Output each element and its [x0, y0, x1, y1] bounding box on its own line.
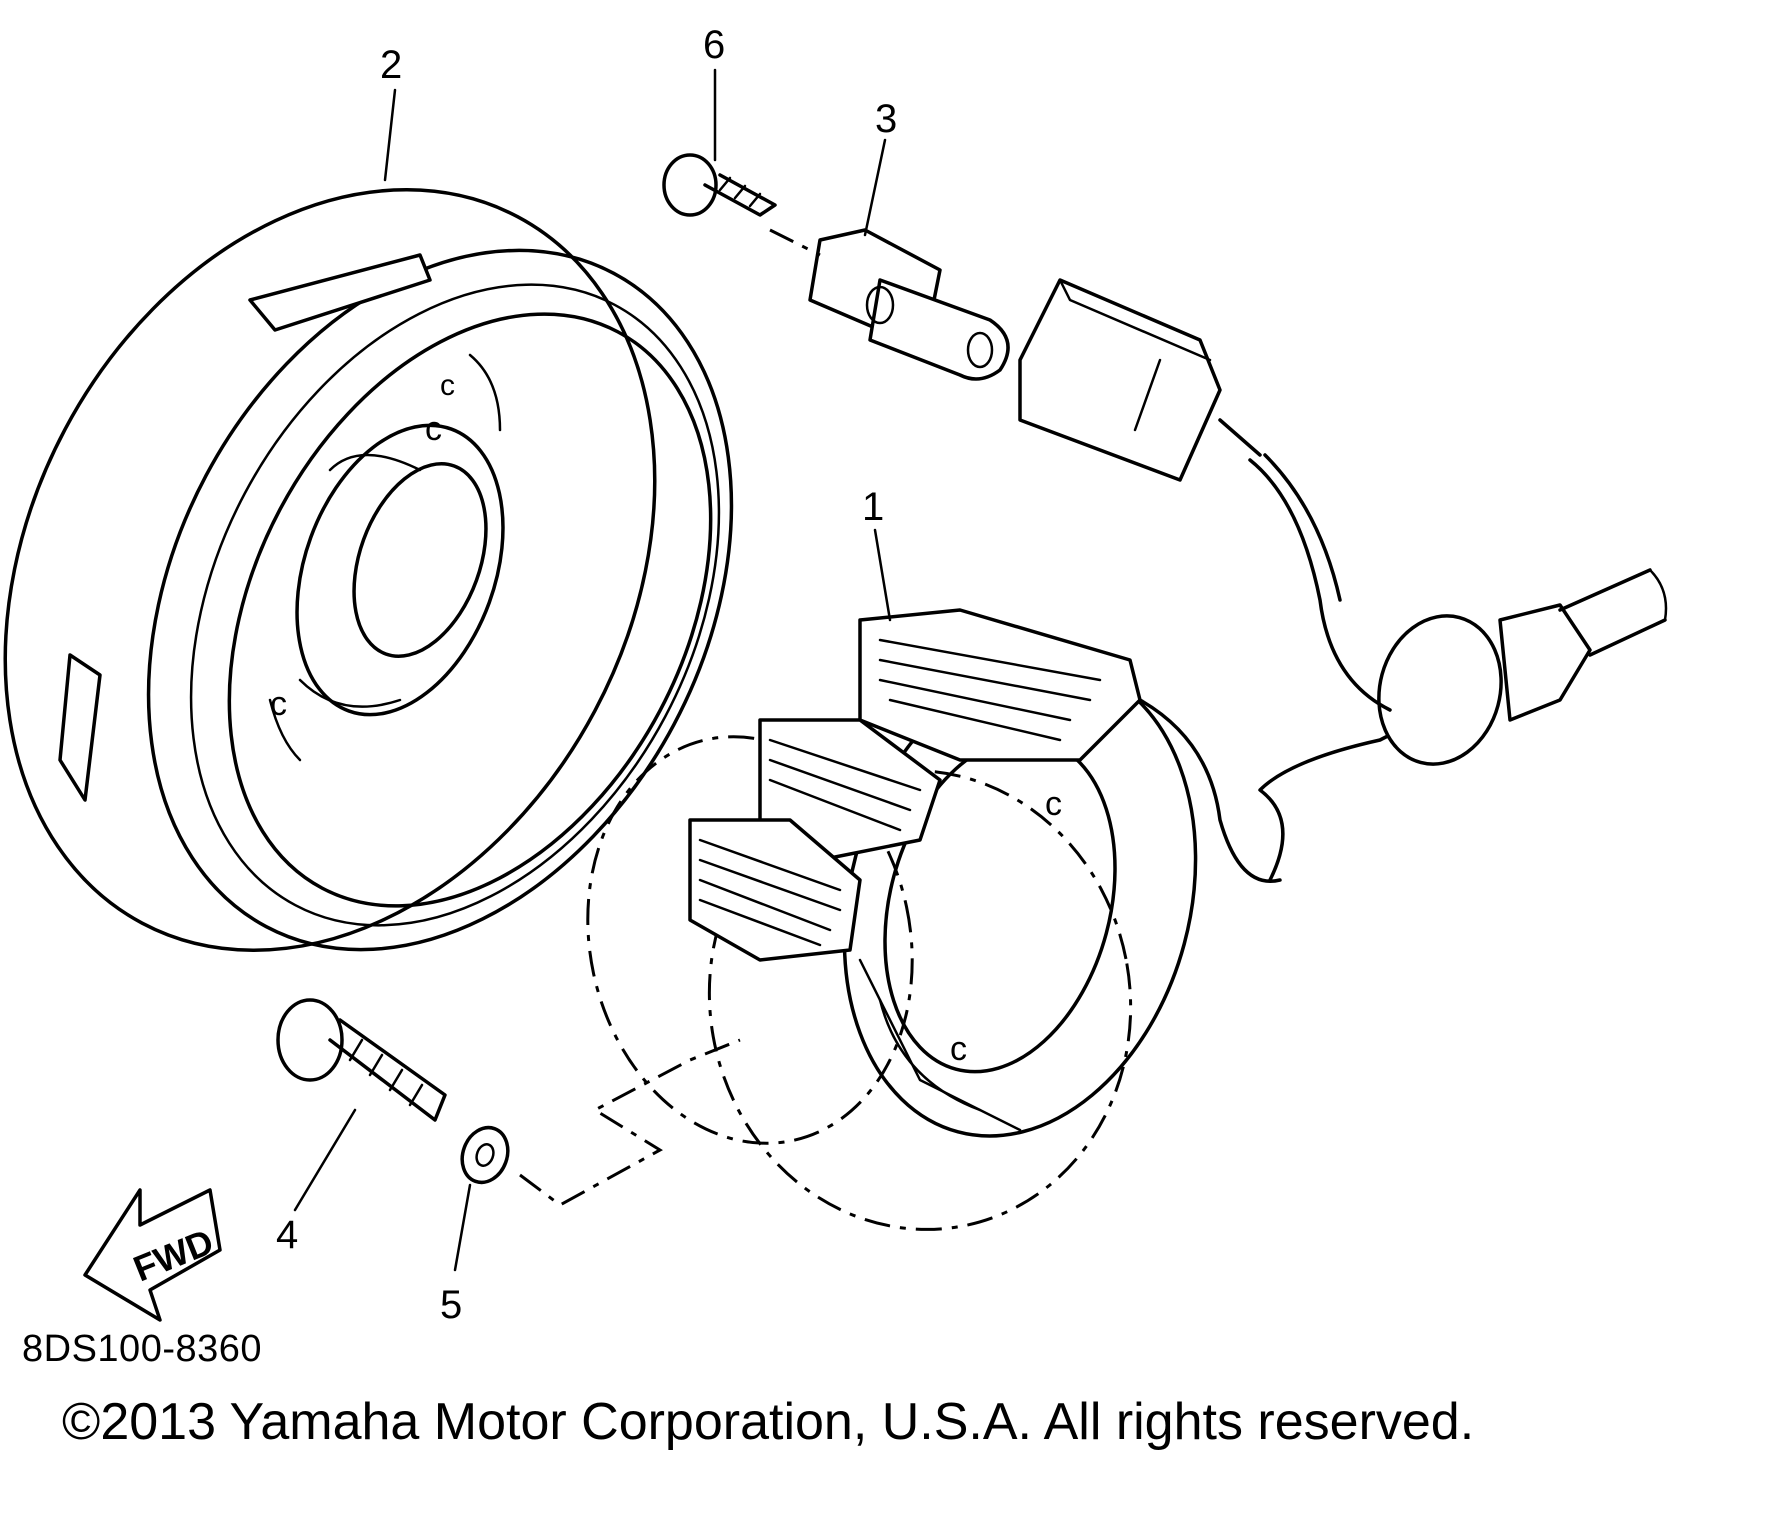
coupler-connector — [1018, 278, 1262, 482]
svg-text:c: c — [425, 410, 442, 448]
stator-bolt — [276, 998, 447, 1122]
clamp-screw — [662, 153, 821, 257]
svg-text:c: c — [1045, 785, 1062, 823]
wire-clamp — [808, 228, 1010, 381]
diagram-code: 8DS100-8360 — [22, 1328, 263, 1370]
callout-2: 2 — [380, 43, 402, 87]
leader-lines — [293, 68, 892, 1272]
callout-6: 6 — [703, 23, 725, 67]
flywheel-rotor: c c c — [3, 188, 734, 952]
svg-text:c: c — [270, 685, 287, 723]
callout-1: 1 — [862, 485, 884, 529]
callout-5: 5 — [440, 1283, 462, 1327]
washer — [460, 1038, 741, 1207]
svg-text:c: c — [950, 1030, 967, 1068]
callout-3: 3 — [875, 97, 897, 141]
fwd-arrow-icon: FWD — [83, 1188, 222, 1322]
copyright-notice: ©2013 Yamaha Motor Corporation, U.S.A. A… — [62, 1393, 1475, 1451]
callout-4: 4 — [276, 1213, 298, 1257]
svg-text:c: c — [440, 369, 455, 402]
stator-assembly: c c — [586, 453, 1668, 1231]
